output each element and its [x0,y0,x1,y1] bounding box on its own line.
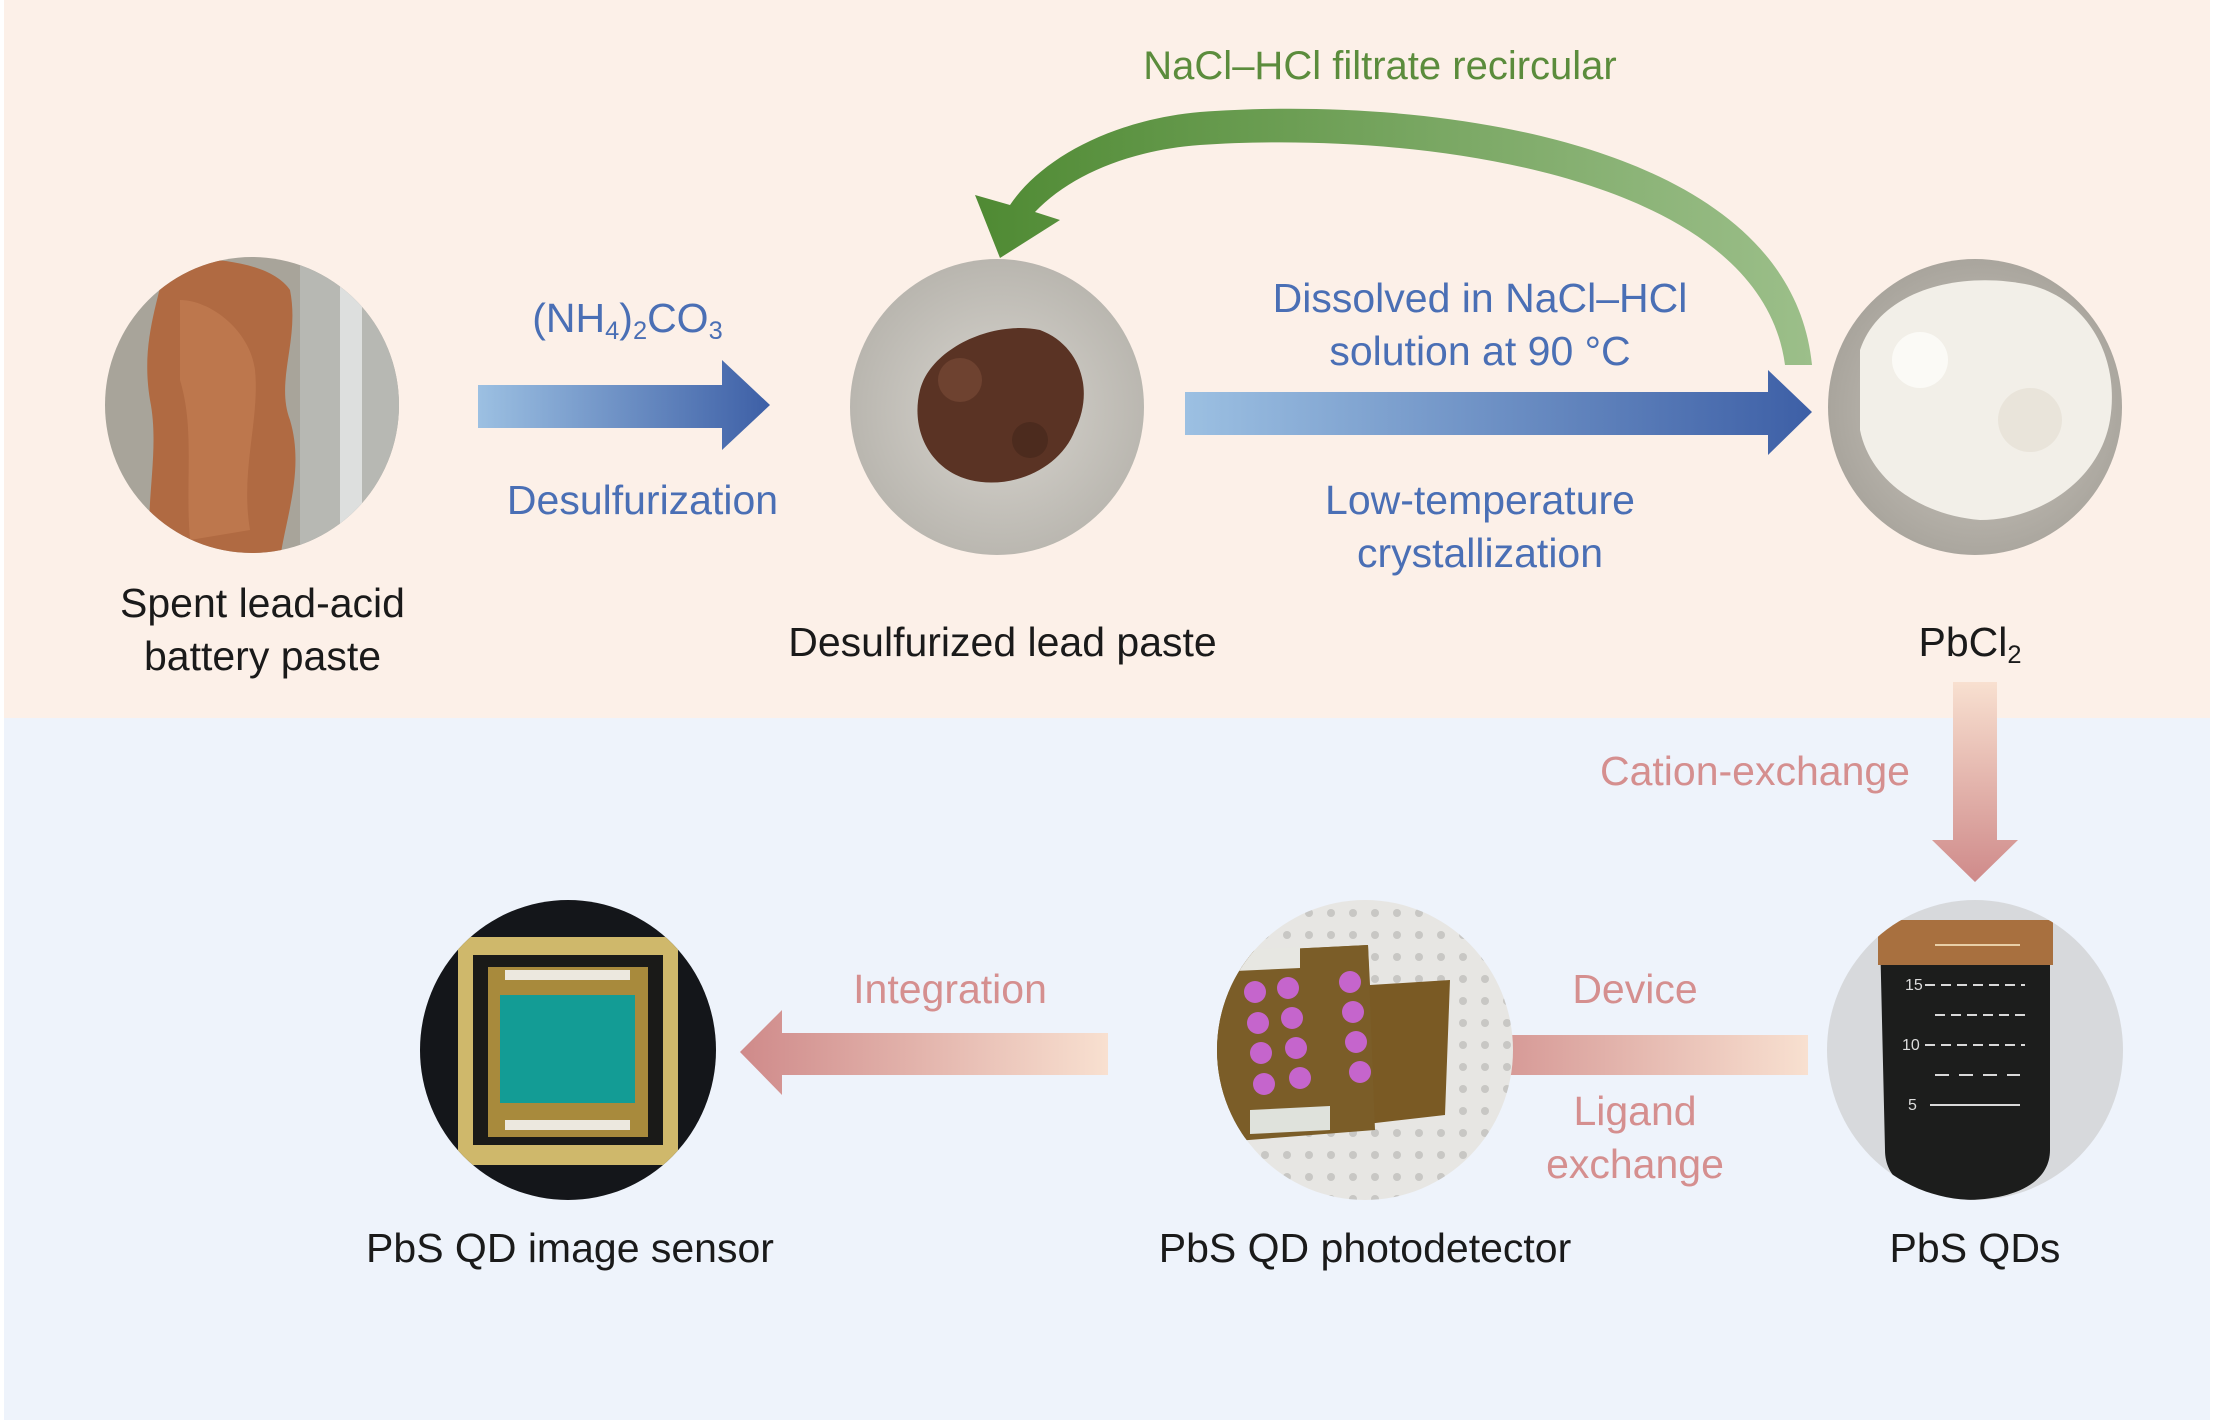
ligand-exchange-label: Ligand exchange [1500,1085,1770,1192]
tube-mark-5: 5 [1908,1097,1917,1114]
spent-paste-photo [105,257,399,553]
crystallization-label: Low-temperature crystallization [1240,474,1720,581]
dissolution-label: Dissolved in NaCl–HCl solution at 90 °C [1200,272,1760,379]
image-sensor-label: PbS QD image sensor [366,1225,774,1271]
image-sensor-photo [420,900,716,1200]
cation-exchange-label: Cation-exchange [1600,748,1910,794]
recirculation-label: NaCl–HCl filtrate recircular [1143,44,1617,88]
pbcl2-photo [1828,259,2122,555]
desulfurization-arrow [478,360,770,450]
cation-exchange-arrow [1932,682,2018,882]
photodetector-photo [1217,900,1513,1200]
spent-paste-label-line1: Spent lead-acid [120,580,405,626]
tube-mark-10: 10 [1902,1037,1920,1054]
integration-arrow [740,1010,1108,1095]
electrode-pads [1244,971,1371,1095]
spent-paste-label-line2: battery paste [143,633,382,680]
spent-paste-label: Spent lead-acid battery paste [95,577,430,684]
ligand-exchange-line1: Ligand [1573,1088,1697,1134]
reagent-sub1: 4 [605,317,620,346]
desulfurized-paste-photo [850,259,1144,555]
device-label: Device [1572,966,1698,1012]
pbcl2-base: PbCl [1918,619,2008,665]
photodetector-label: PbS QD photodetector [1158,1225,1572,1271]
dissolution-label-line1: Dissolved in NaCl–HCl [1272,275,1688,321]
dissolution-label-line2: solution at 90 °C [1329,328,1631,375]
desulfurized-paste-label: Desulfurized lead paste [788,619,1217,665]
crystallization-label-line1: Low-temperature [1325,477,1635,523]
integration-label: Integration [853,966,1047,1012]
device-arrow [1440,1012,1808,1095]
ligand-exchange-line2: exchange [1546,1141,1724,1188]
dissolution-arrow [1185,370,1812,455]
pbs-qds-label: PbS QDs [1889,1225,2061,1271]
tube-mark-15: 15 [1905,977,1923,994]
reagent-part1: (NH [532,295,606,341]
pbs-qds-photo: 15 10 5 [1827,900,2123,1200]
reagent-sub3: 3 [708,317,723,346]
reagent-sub2: 2 [632,317,648,346]
recirculation-arrow [975,108,1812,365]
reagent-part2: ) [619,295,633,341]
reagent-ammonium-carbonate: (NH4)2CO3 [480,292,775,345]
pbcl2-sub: 2 [2007,641,2022,670]
desulfurization-label: Desulfurization [506,477,779,523]
pbcl2-label: PbCl2 [1880,616,2060,669]
reagent-part3: CO [647,295,709,341]
crystallization-label-line2: crystallization [1356,530,1604,577]
